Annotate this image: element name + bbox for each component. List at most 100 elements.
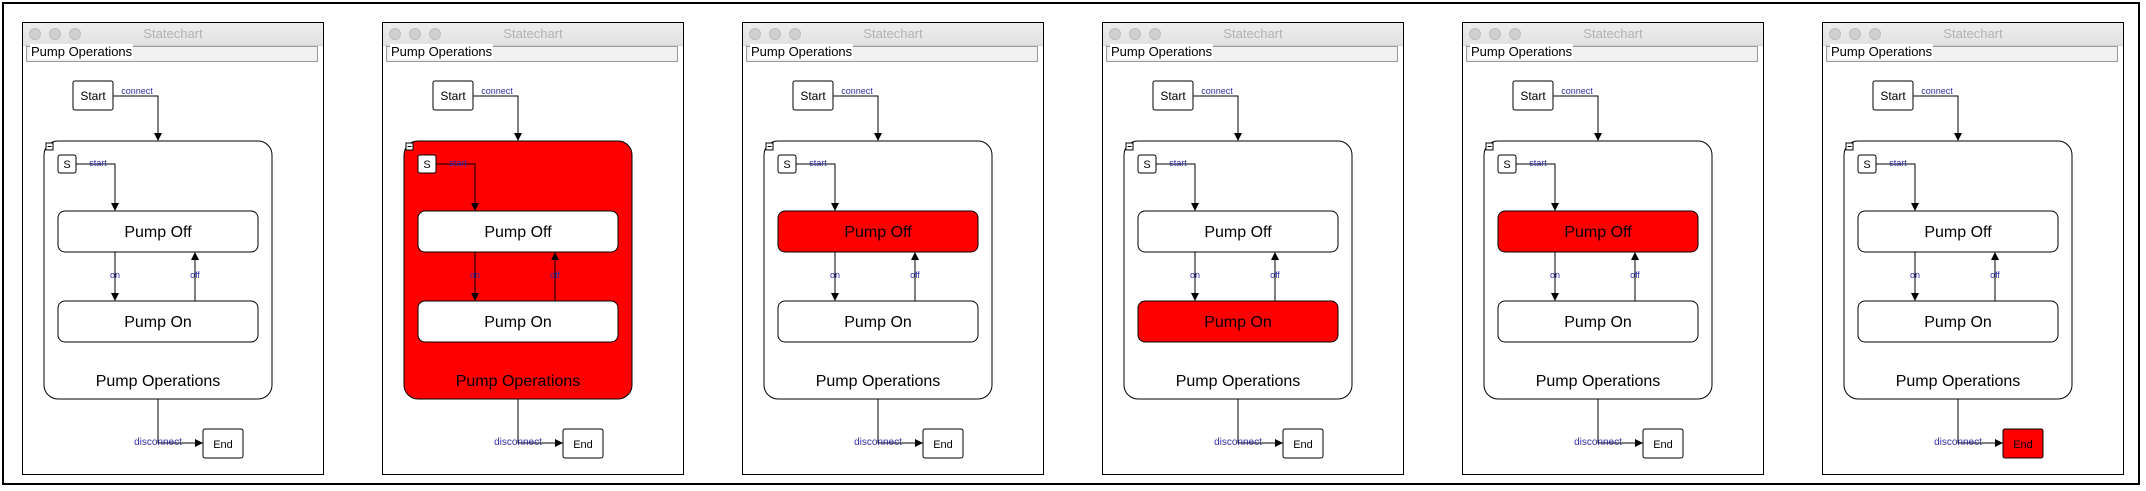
zoom-button[interactable]	[789, 28, 801, 40]
on-transition-label: on	[110, 270, 120, 280]
disconnect-transition[interactable]	[157, 399, 203, 447]
zoom-button[interactable]	[1509, 28, 1521, 40]
window-titlebar: Statechart	[383, 23, 683, 46]
disconnect-transition-label: disconnect	[854, 437, 902, 448]
state-pump-off-label: Pump Off	[1564, 224, 1632, 241]
zoom-button[interactable]	[1869, 28, 1881, 40]
window-titlebar: Statechart	[743, 23, 1043, 46]
start-transition[interactable]	[1156, 163, 1199, 211]
tab-label: Pump Operations	[1830, 44, 1934, 59]
composite-state-pump-operations[interactable]	[43, 140, 273, 400]
state-pump-on[interactable]	[1857, 300, 2059, 343]
state-pump-on[interactable]	[777, 300, 979, 343]
close-button[interactable]	[29, 28, 41, 40]
state-pump-on-label: Pump On	[1564, 314, 1632, 331]
window-title: Statechart	[1943, 26, 2003, 41]
composite-state-label: Pump Operations	[1176, 373, 1301, 390]
end-node-label: End	[1293, 439, 1313, 451]
tab-pump-operations[interactable]: Pump Operations	[746, 44, 1038, 62]
end-node[interactable]	[1642, 428, 1684, 459]
state-pump-off[interactable]	[1497, 210, 1699, 253]
state-pump-off[interactable]	[1137, 210, 1339, 253]
composite-state-pump-operations[interactable]	[1843, 140, 2073, 400]
connect-transition[interactable]	[473, 95, 522, 141]
end-node[interactable]	[562, 428, 604, 459]
start-transition[interactable]	[76, 163, 119, 211]
start-transition[interactable]	[1876, 163, 1919, 211]
connect-transition[interactable]	[1193, 95, 1242, 141]
minimize-button[interactable]	[1489, 28, 1501, 40]
composite-state-pump-operations[interactable]	[1483, 140, 1713, 400]
connect-transition[interactable]	[1913, 95, 1962, 141]
end-node[interactable]	[922, 428, 964, 459]
minimize-button[interactable]	[49, 28, 61, 40]
disconnect-transition-label: disconnect	[494, 437, 542, 448]
state-pump-on-label: Pump On	[484, 314, 552, 331]
disconnect-transition[interactable]	[517, 399, 563, 447]
state-pump-off[interactable]	[417, 210, 619, 253]
connect-transition-label: connect	[121, 86, 153, 96]
tab-pump-operations[interactable]: Pump Operations	[1106, 44, 1398, 62]
close-button[interactable]	[1469, 28, 1481, 40]
state-pump-off[interactable]	[57, 210, 259, 253]
off-transition-label: off	[910, 270, 920, 280]
connect-transition[interactable]	[1553, 95, 1602, 141]
initial-state-label: S	[63, 159, 70, 171]
minimize-button[interactable]	[1849, 28, 1861, 40]
tab-pump-operations[interactable]: Pump Operations	[386, 44, 678, 62]
tab-pump-operations[interactable]: Pump Operations	[26, 44, 318, 62]
close-button[interactable]	[749, 28, 761, 40]
state-pump-on[interactable]	[1497, 300, 1699, 343]
end-node[interactable]	[202, 428, 244, 459]
zoom-button[interactable]	[429, 28, 441, 40]
composite-state-pump-operations[interactable]	[1123, 140, 1353, 400]
zoom-button[interactable]	[1149, 28, 1161, 40]
close-button[interactable]	[1109, 28, 1121, 40]
disconnect-transition[interactable]	[1237, 399, 1283, 447]
state-pump-on[interactable]	[417, 300, 619, 343]
close-button[interactable]	[1829, 28, 1841, 40]
disconnect-transition[interactable]	[1597, 399, 1643, 447]
connect-transition-label: connect	[1921, 86, 1953, 96]
start-transition[interactable]	[436, 163, 479, 211]
disconnect-transition-label: disconnect	[1934, 437, 1982, 448]
window-title: Statechart	[863, 26, 923, 41]
start-transition[interactable]	[1516, 163, 1559, 211]
tab-pump-operations[interactable]: Pump Operations	[1826, 44, 2118, 62]
start-transition[interactable]	[796, 163, 839, 211]
composite-state-label: Pump Operations	[456, 373, 581, 390]
connect-transition[interactable]	[113, 95, 162, 141]
end-node-label: End	[933, 439, 953, 451]
tab-pump-operations[interactable]: Pump Operations	[1466, 44, 1758, 62]
disconnect-transition[interactable]	[877, 399, 923, 447]
zoom-button[interactable]	[69, 28, 81, 40]
state-pump-on[interactable]	[57, 300, 259, 343]
minimize-button[interactable]	[409, 28, 421, 40]
disconnect-transition-label: disconnect	[1214, 437, 1262, 448]
state-pump-off[interactable]	[777, 210, 979, 253]
composite-state-pump-operations[interactable]	[403, 140, 633, 400]
close-button[interactable]	[389, 28, 401, 40]
connect-transition[interactable]	[833, 95, 882, 141]
start-node-label: Start	[800, 89, 826, 103]
on-transition-label: on	[1550, 270, 1560, 280]
state-pump-on[interactable]	[1137, 300, 1339, 343]
end-node[interactable]	[2002, 428, 2044, 459]
state-pump-off[interactable]	[1857, 210, 2059, 253]
tab-label: Pump Operations	[1110, 44, 1214, 59]
end-node[interactable]	[1282, 428, 1324, 459]
disconnect-transition[interactable]	[1957, 399, 2003, 447]
composite-state-pump-operations[interactable]	[763, 140, 993, 400]
initial-state-label: S	[1143, 159, 1150, 171]
connect-transition-label: connect	[841, 86, 873, 96]
minimize-button[interactable]	[1129, 28, 1141, 40]
on-transition-label: on	[1190, 270, 1200, 280]
minimize-button[interactable]	[769, 28, 781, 40]
state-pump-off-label: Pump Off	[124, 224, 192, 241]
